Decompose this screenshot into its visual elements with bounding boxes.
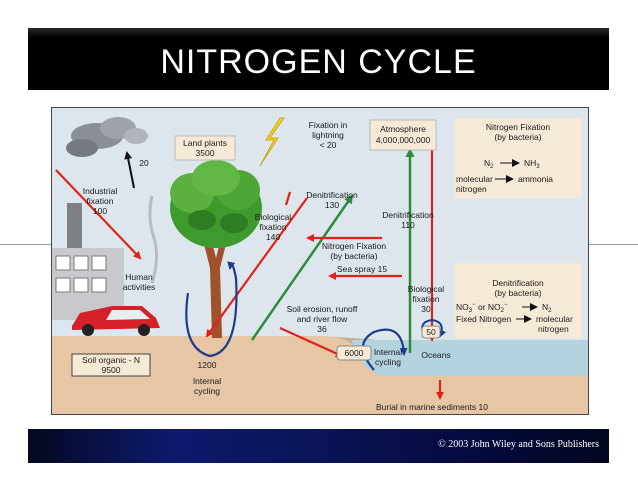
soil-erosion-1: Soil erosion, runoff [287,304,358,314]
industrial-label-1: Industrial [83,186,118,196]
human-label-2: activities [123,282,156,292]
atmosphere-box [369,119,437,151]
legend-fix-title-2: (by bacteria) [494,132,541,142]
nitrogen-cycle-diagram: Land plants 3500 Industrial fixation 100… [51,107,589,415]
legend-denitrification-box [454,263,582,338]
ocean-cycle-value: 6000 [345,348,364,358]
lightning-label-2: lightning [312,130,344,140]
title-bar: NITROGEN CYCLE [28,28,609,90]
legend-denit-eq1: NO3− or NO2− [456,302,508,314]
ocean-cycle-label-2: cycling [375,357,401,367]
atmosphere-label: Atmosphere [380,124,426,134]
denit-ocean-2: 110 [401,220,415,230]
legend-fixation-box [454,118,582,198]
denit-ocean-1: Denitrification [382,210,434,220]
bio-fix-land-2: fixation [260,222,287,232]
soil-layer [52,336,588,414]
legend-denit-title-2: (by bacteria) [494,288,541,298]
soil-organic-value: 9500 [102,365,121,375]
legend-fix-words-1: molecular [456,174,493,184]
legend-fix-eq-right: NH3 [524,158,540,170]
footer-bar: © 2003 John Wiley and Sons Publishers [28,429,609,463]
legend-denit-eq2-right-1: molecular [536,314,573,324]
n-fix-bacteria-2: (by bacteria) [330,251,377,261]
bio-fix-land-1: Biological [255,212,291,222]
biological-fixation-land-arrow [205,197,308,338]
sea-spray-label: Sea spray 15 [337,264,387,274]
land-cycling-loop [185,261,238,358]
red-car [72,306,160,336]
soil-erosion-3: 36 [317,324,327,334]
internal-land-1: Internal [193,376,221,386]
soil-erosion-2: and river flow [297,314,348,324]
land-plants-box [174,135,236,161]
n-fix-bacteria-1: Nitrogen Fixation [322,241,387,251]
atmosphere-value: 4,000,000,000 [376,135,431,145]
bio-fix-ocean-2: fixation [413,294,440,304]
oceans-label: Oceans [421,350,450,360]
legend-fix-words-2: nitrogen [456,184,487,194]
lightning-label-3: < 20 [320,140,337,150]
soil-organic-label: Soil organic - N [82,355,140,365]
ocean-cycle-box [336,345,372,361]
bio-fix-ocean-1: Biological [408,284,444,294]
denitrification-land-arrow [250,194,354,341]
legend-fix-title-1: Nitrogen Fixation [486,122,551,132]
slide-title: NITROGEN CYCLE [160,43,477,81]
legend-denit-eq1-right: N2 [542,302,552,314]
legend-fixation: Nitrogen Fixation (by bacteria) N2 NH3 m… [456,122,553,194]
legend-denit-eq2-left: Fixed Nitrogen [456,314,512,324]
land-plants-value: 3500 [196,148,215,158]
soil-erosion-arrow [279,326,344,358]
exhaust-wisp [148,195,159,284]
emission-up-arrow [124,151,135,189]
denit-land-1: Denitrification [306,190,358,200]
diagram-svg: Land plants 3500 Industrial fixation 100… [52,108,588,414]
industrial-fixation-arrow [55,169,142,260]
ocean-small-box [421,325,441,339]
soil-organic-box [71,353,151,377]
small-red-mark [284,191,292,206]
tree [170,160,262,338]
bio-fix-ocean-3: 30 [421,304,431,314]
internal-land-2: cycling [194,386,220,396]
legend-denit-title-1: Denitrification [492,278,544,288]
denit-land-2: 130 [325,200,339,210]
legend-denitrification: Denitrification (by bacteria) NO3− or NO… [456,278,573,334]
ocean-cycle-label-1: Internal [374,347,402,357]
smoke-plume [66,117,148,157]
legend-denit-eq2-right-2: nitrogen [538,324,569,334]
lightning-label-1: Fixation in [309,120,348,130]
legend-fix-eq-left: N2 [484,158,494,170]
copyright-text: © 2003 John Wiley and Sons Publishers [438,439,599,450]
land-cycle-value: 1200 [198,360,217,370]
burial-label: Burial in marine sediments 10 [376,402,488,412]
bio-fix-land-3: 140 [266,232,280,242]
legend-fix-words-right: ammonia [518,174,553,184]
land-plants-label: Land plants [183,138,227,148]
human-label-1: Human [125,272,153,282]
ocean-small-value: 50 [426,327,436,337]
industrial-label-2: fixation [87,196,114,206]
industrial-up-value: 20 [139,158,149,168]
lightning-bolt-icon [259,117,285,167]
industrial-label-3: 100 [93,206,107,216]
